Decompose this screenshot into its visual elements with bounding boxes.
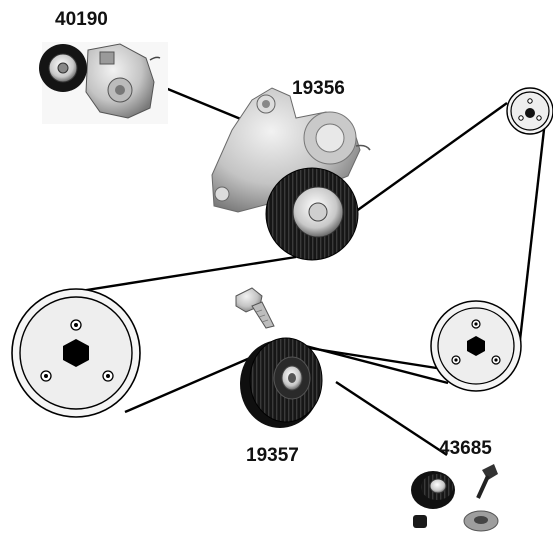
crankshaft-pulley-icon — [63, 339, 89, 367]
belt-segment — [73, 255, 297, 294]
accessory-pulley-icon — [526, 108, 534, 117]
belt-segment — [518, 111, 548, 341]
accessory-pulley-icon — [467, 336, 485, 356]
belt-segment — [295, 344, 463, 374]
top-accessory-pulley — [506, 87, 553, 135]
part-label-40190: 40190 — [55, 9, 108, 30]
idler-kit-photo — [411, 464, 499, 532]
tensioner-bracket-photo — [211, 87, 371, 261]
leader-line-43685 — [335, 380, 448, 457]
belt-segment — [124, 356, 251, 414]
serpentine-belt — [73, 102, 548, 414]
tensioner-assembly-photo — [39, 42, 168, 124]
bolt — [235, 287, 275, 329]
crankshaft-pulley — [11, 288, 141, 418]
part-label-19357: 19357 — [246, 445, 299, 466]
part-label-19356: 19356 — [292, 78, 345, 99]
right-accessory-pulley — [430, 300, 522, 392]
part-label-43685: 43685 — [439, 438, 492, 459]
leader-line-40190 — [157, 83, 249, 124]
idler-pulley-photo — [240, 337, 323, 428]
